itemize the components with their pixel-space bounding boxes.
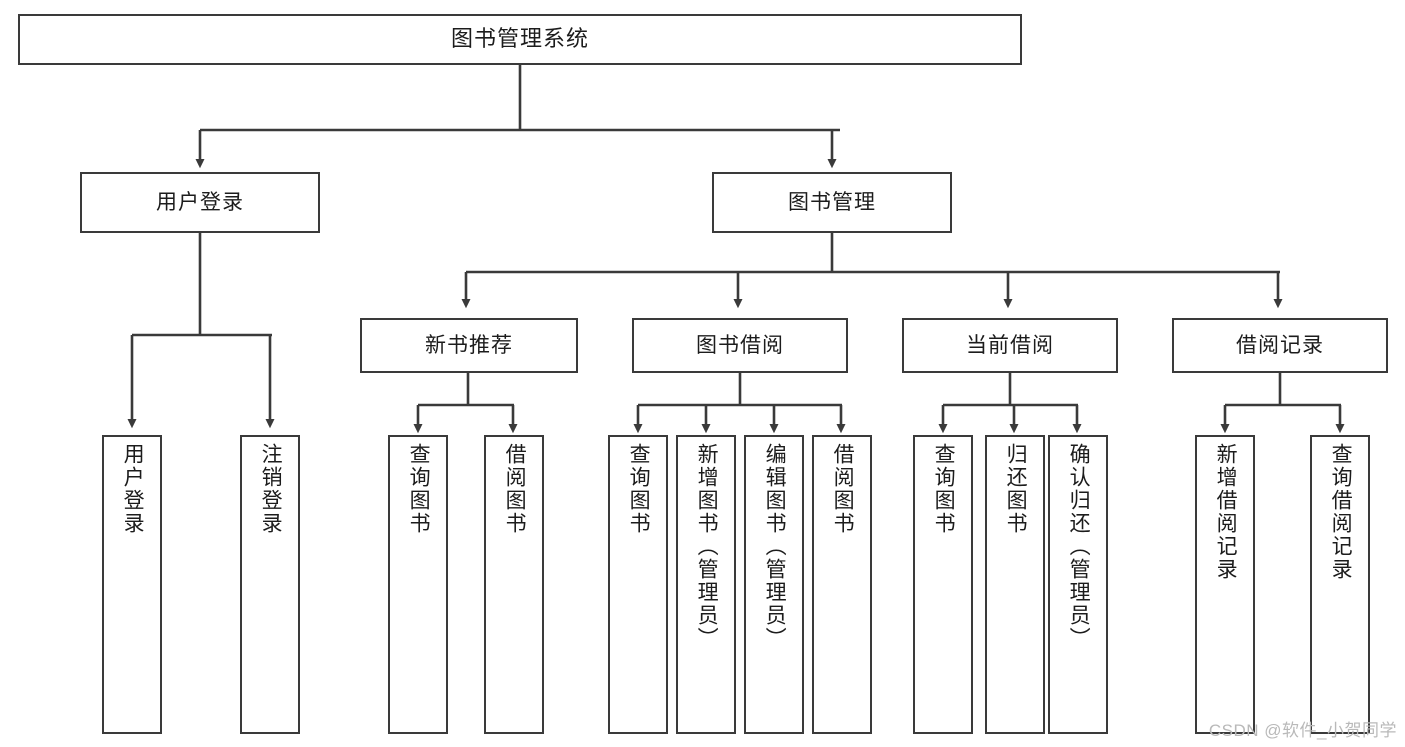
leaf-query-book-3[interactable]: 查询图书 bbox=[913, 435, 973, 734]
leaf-add-record[interactable]: 新增借阅记录 bbox=[1195, 435, 1255, 734]
leaf-logout-login-label: 注销登录 bbox=[259, 443, 283, 535]
node-book-manage-label: 图书管理 bbox=[788, 190, 876, 214]
leaf-edit-book-label: 编辑图书（管理员） bbox=[763, 443, 787, 650]
leaf-logout-login[interactable]: 注销登录 bbox=[240, 435, 300, 734]
leaf-add-book-label: 新增图书（管理员） bbox=[695, 443, 719, 650]
node-book-borrow[interactable]: 图书借阅 bbox=[632, 318, 848, 373]
leaf-borrow-book-1[interactable]: 借阅图书 bbox=[484, 435, 544, 734]
leaf-query-record-label: 查询借阅记录 bbox=[1329, 443, 1353, 581]
leaf-query-book-1[interactable]: 查询图书 bbox=[388, 435, 448, 734]
node-book-manage[interactable]: 图书管理 bbox=[712, 172, 952, 233]
node-book-borrow-label: 图书借阅 bbox=[696, 333, 784, 357]
leaf-user-login-label: 用户登录 bbox=[121, 443, 145, 535]
leaf-borrow-book-2[interactable]: 借阅图书 bbox=[812, 435, 872, 734]
node-new-book-recommend-label: 新书推荐 bbox=[425, 333, 513, 357]
leaf-return-book[interactable]: 归还图书 bbox=[985, 435, 1045, 734]
leaf-edit-book[interactable]: 编辑图书（管理员） bbox=[744, 435, 804, 734]
node-current-borrow-label: 当前借阅 bbox=[966, 333, 1054, 357]
leaf-query-book-2[interactable]: 查询图书 bbox=[608, 435, 668, 734]
leaf-query-record[interactable]: 查询借阅记录 bbox=[1310, 435, 1370, 734]
leaf-confirm-return[interactable]: 确认归还（管理员） bbox=[1048, 435, 1108, 734]
leaf-query-book-2-label: 查询图书 bbox=[627, 443, 651, 535]
leaf-borrow-book-1-label: 借阅图书 bbox=[503, 443, 527, 535]
leaf-query-book-1-label: 查询图书 bbox=[407, 443, 431, 535]
node-user-login-label: 用户登录 bbox=[156, 190, 244, 214]
node-current-borrow[interactable]: 当前借阅 bbox=[902, 318, 1118, 373]
leaf-query-book-3-label: 查询图书 bbox=[932, 443, 956, 535]
node-root[interactable]: 图书管理系统 bbox=[18, 14, 1022, 65]
node-user-login[interactable]: 用户登录 bbox=[80, 172, 320, 233]
leaf-add-record-label: 新增借阅记录 bbox=[1214, 443, 1238, 581]
leaf-confirm-return-label: 确认归还（管理员） bbox=[1067, 443, 1091, 650]
leaf-borrow-book-2-label: 借阅图书 bbox=[831, 443, 855, 535]
node-borrow-record[interactable]: 借阅记录 bbox=[1172, 318, 1388, 373]
leaf-add-book[interactable]: 新增图书（管理员） bbox=[676, 435, 736, 734]
leaf-user-login[interactable]: 用户登录 bbox=[102, 435, 162, 734]
leaf-return-book-label: 归还图书 bbox=[1004, 443, 1028, 535]
node-borrow-record-label: 借阅记录 bbox=[1236, 333, 1324, 357]
node-root-label: 图书管理系统 bbox=[450, 26, 589, 52]
watermark: CSDN @软件_小贺同学 bbox=[1208, 721, 1397, 740]
node-new-book-recommend[interactable]: 新书推荐 bbox=[360, 318, 578, 373]
